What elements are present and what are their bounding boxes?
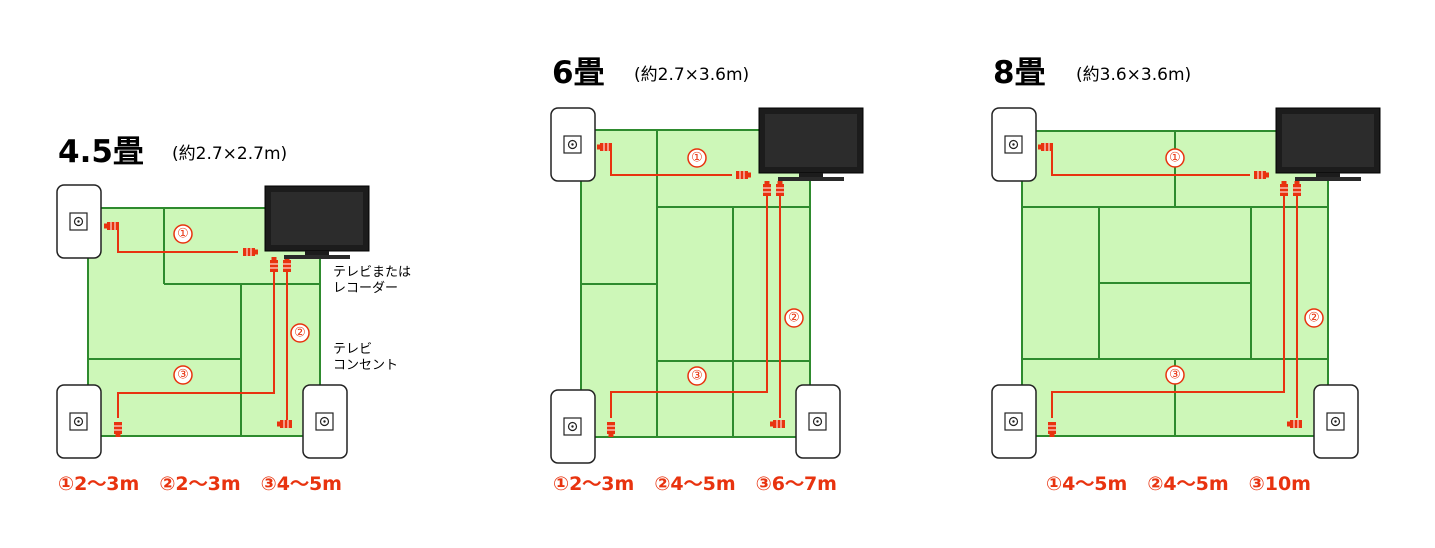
- antenna-outlet-icon: [302, 384, 348, 459]
- cable-3: [1051, 196, 1285, 418]
- room-title: 4.5畳: [58, 134, 144, 170]
- cable-3: [610, 196, 768, 418]
- marker-label: ①: [1169, 151, 1181, 166]
- antenna-outlet-icon: [56, 184, 102, 259]
- marker-label: ③: [1169, 368, 1181, 383]
- marker-label: ③: [691, 369, 703, 384]
- antenna-outlet-icon: [1313, 384, 1359, 459]
- cable-1: [610, 150, 732, 176]
- tatami-floor: [1021, 130, 1329, 437]
- cable-markers: [1165, 148, 1324, 385]
- antenna-outlet-icon: [550, 389, 596, 464]
- television-icon: [264, 185, 370, 259]
- cable-length: ①4〜5m: [1046, 473, 1128, 495]
- cable-length: ②4〜5m: [654, 473, 736, 495]
- cable-markers: [687, 148, 804, 386]
- cable-markers: [173, 224, 310, 385]
- cable-1: [1051, 150, 1250, 176]
- room-title: 6畳: [552, 55, 605, 91]
- tv-label: テレビまたは レコーダー: [333, 265, 412, 296]
- room-title: 8畳: [993, 55, 1046, 91]
- room-6-tatami: [550, 107, 864, 464]
- cable-lengths: ①4〜5m ②4〜5m ③10m: [1046, 475, 1331, 494]
- cable-3: [117, 272, 275, 418]
- marker-label: ②: [1308, 311, 1320, 326]
- cable-length: ③10m: [1248, 473, 1311, 495]
- room-8-tatami: [991, 107, 1381, 459]
- outlet-label: テレビ コンセント: [333, 342, 399, 373]
- marker-label: ③: [177, 368, 189, 383]
- marker-label: ②: [788, 311, 800, 326]
- cable-1: [117, 230, 238, 253]
- marker-label: ①: [691, 151, 703, 166]
- cable-length: ③6〜7m: [755, 473, 837, 495]
- antenna-outlet-icon: [991, 107, 1037, 182]
- cable-length: ①2〜3m: [58, 473, 140, 495]
- antenna-outlet-icon: [795, 384, 841, 459]
- marker-label: ①: [177, 227, 189, 242]
- tatami-floor: [580, 129, 811, 438]
- room-size: (約2.7×2.7m): [172, 144, 288, 164]
- cable-length: ②4〜5m: [1147, 473, 1229, 495]
- cable-length: ①2〜3m: [553, 473, 635, 495]
- cable-length: ②2〜3m: [159, 473, 241, 495]
- television-icon: [758, 107, 864, 181]
- cable-lengths: ①2〜3m ②4〜5m ③6〜7m: [553, 475, 857, 494]
- room-size: (約3.6×3.6m): [1076, 65, 1192, 85]
- antenna-outlet-icon: [991, 384, 1037, 459]
- room-4-5-tatami: [56, 184, 370, 459]
- cable-length: ③4〜5m: [260, 473, 342, 495]
- television-icon: [1275, 107, 1381, 181]
- marker-label: ②: [294, 326, 306, 341]
- room-size: (約2.7×3.6m): [634, 65, 750, 85]
- antenna-outlet-icon: [56, 384, 102, 459]
- cable-lengths: ①2〜3m ②2〜3m ③4〜5m: [58, 475, 362, 494]
- antenna-outlet-icon: [550, 107, 596, 182]
